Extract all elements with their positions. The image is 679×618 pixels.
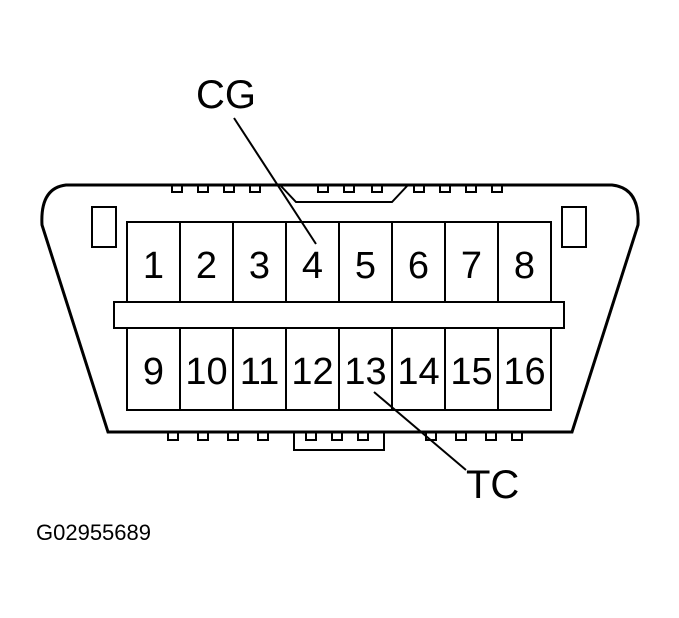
pin-number-14: 14 (397, 351, 439, 393)
figure-id: G02955689 (36, 520, 151, 545)
bottom-key (293, 432, 385, 451)
pin-number-3: 3 (249, 245, 270, 287)
pin-number-13: 13 (344, 351, 386, 393)
tc-label: TC (466, 463, 519, 507)
pin-number-15: 15 (450, 351, 492, 393)
pin-number-16: 16 (503, 351, 545, 393)
pin-number-7: 7 (461, 245, 482, 287)
pin-number-9: 9 (143, 351, 164, 393)
cg-label: CG (196, 73, 256, 117)
pin-number-2: 2 (196, 245, 217, 287)
pin-number-8: 8 (514, 245, 535, 287)
pin-cell-dividers (179, 222, 499, 410)
pin-number-12: 12 (291, 351, 333, 393)
pin-separator-bar (113, 301, 565, 329)
pin-number-5: 5 (355, 245, 376, 287)
pin-number-6: 6 (408, 245, 429, 287)
top-notches (171, 185, 503, 193)
connector-body (40, 183, 640, 434)
tc-leader-line (373, 391, 467, 471)
pin-number-11: 11 (240, 351, 279, 393)
cg-leader-line (233, 117, 317, 245)
pin-number-4: 4 (302, 245, 323, 287)
top-key-ridge (279, 184, 409, 203)
left-latch (91, 206, 117, 248)
pin-number-10: 10 (185, 351, 227, 393)
right-latch (561, 206, 587, 248)
pin-number-1: 1 (143, 245, 164, 287)
